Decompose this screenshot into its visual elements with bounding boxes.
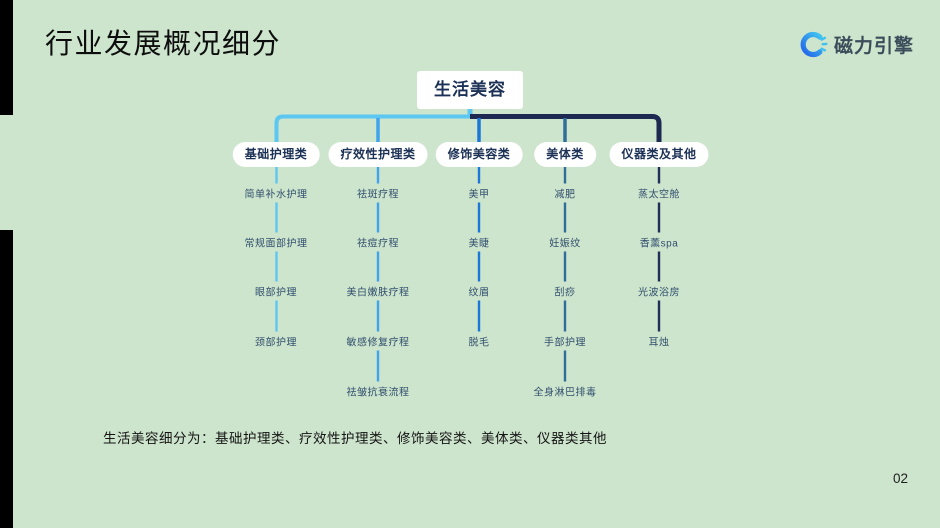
brand-logo: 磁力引擎 bbox=[799, 29, 914, 60]
leaf-node: 香薰spa bbox=[636, 232, 682, 252]
leaf-node: 减肥 bbox=[551, 183, 579, 203]
leaf-node: 美白嫩肤疗程 bbox=[343, 281, 413, 301]
brand-logo-text: 磁力引擎 bbox=[834, 36, 915, 57]
category-node-1: 基础护理类 bbox=[232, 142, 320, 167]
leaf-node: 祛痘疗程 bbox=[354, 232, 402, 252]
leaf-node: 颈部护理 bbox=[252, 331, 300, 351]
leaf-node: 蒸太空舱 bbox=[635, 183, 683, 203]
leaf-node: 美睫 bbox=[465, 232, 493, 252]
leaf-node: 手部护理 bbox=[541, 331, 589, 351]
category-node-2: 疗效性护理类 bbox=[328, 142, 428, 167]
leaf-node: 全身淋巴排毒 bbox=[530, 381, 600, 401]
leaf-node: 简单补水护理 bbox=[241, 183, 311, 203]
category-node-3: 修饰美容类 bbox=[435, 142, 523, 167]
page-number: 02 bbox=[893, 471, 909, 486]
category-node-5: 仪器类及其他 bbox=[609, 142, 709, 167]
leaf-node: 祛斑疗程 bbox=[354, 183, 402, 203]
leaf-node: 祛皱抗衰流程 bbox=[343, 381, 413, 401]
leaf-node: 敏感修复疗程 bbox=[343, 331, 413, 351]
leaf-node: 妊娠纹 bbox=[546, 232, 584, 252]
leaf-node: 光波浴房 bbox=[635, 281, 683, 301]
leaf-node: 刮痧 bbox=[551, 281, 579, 301]
magnet-arc-icon bbox=[800, 31, 828, 58]
left-edge-bar-bottom bbox=[0, 230, 13, 528]
page-title: 行业发展概况细分 bbox=[45, 28, 282, 59]
category-node-4: 美体类 bbox=[534, 142, 596, 167]
leaf-node: 脱毛 bbox=[465, 331, 493, 351]
leaf-node: 美甲 bbox=[465, 183, 493, 203]
leaf-node: 眼部护理 bbox=[252, 281, 300, 301]
bus-right-line bbox=[470, 114, 662, 143]
summary-caption: 生活美容细分为：基础护理类、疗效性护理类、修饰美容类、美体类、仪器类其他 bbox=[103, 431, 607, 446]
leaf-node: 纹眉 bbox=[465, 281, 493, 301]
left-edge-bar-top bbox=[0, 0, 13, 115]
bus-left-line bbox=[274, 114, 471, 143]
leaf-node: 耳烛 bbox=[645, 331, 673, 351]
leaf-node: 常规面部护理 bbox=[241, 232, 311, 252]
root-node: 生活美容 bbox=[417, 71, 523, 109]
